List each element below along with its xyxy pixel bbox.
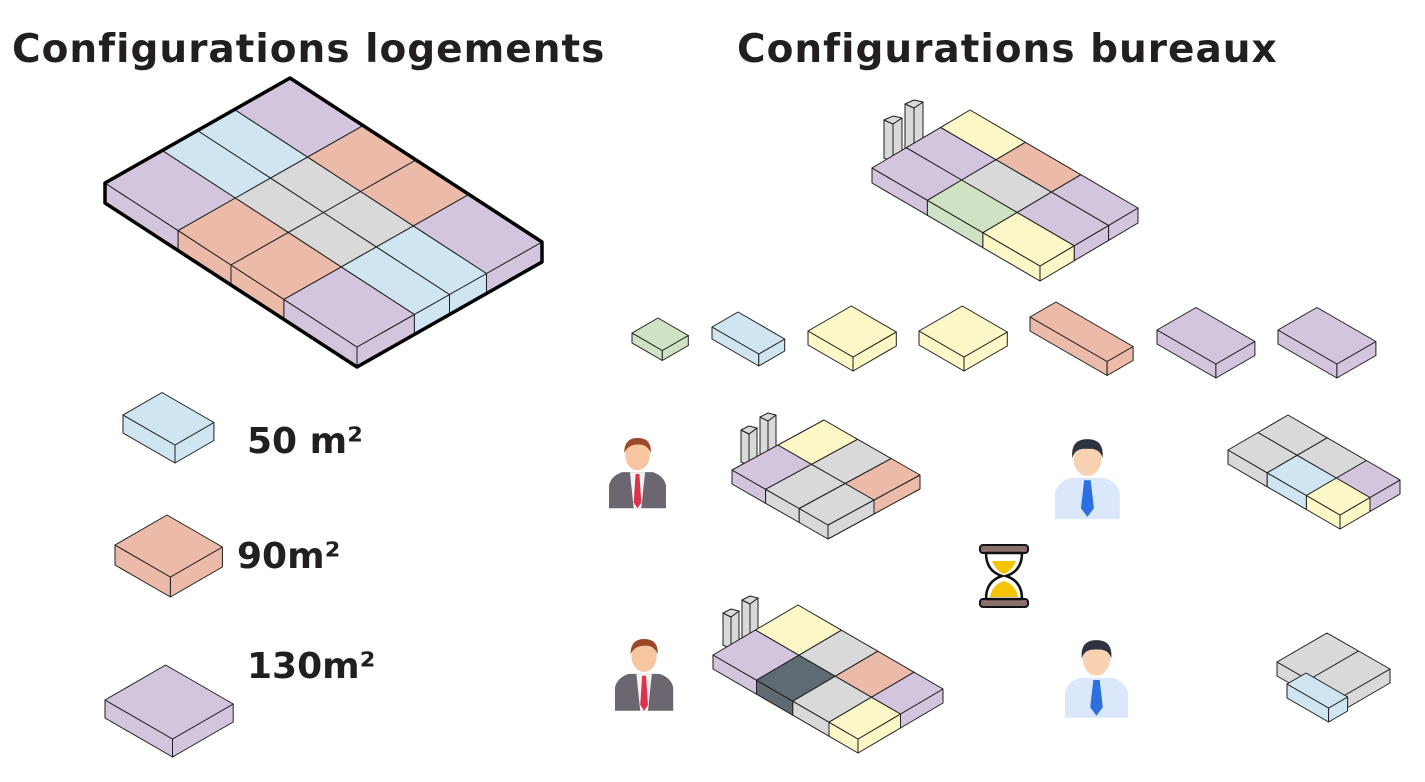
tower-top bbox=[741, 595, 759, 605]
hair bbox=[1081, 640, 1112, 659]
hourglass-icon bbox=[979, 544, 1029, 608]
hair bbox=[630, 638, 658, 655]
office-tower bbox=[740, 425, 758, 467]
block-purple bbox=[871, 671, 944, 715]
office-floorplate-main bbox=[871, 109, 1139, 282]
legend-block-130 bbox=[104, 664, 234, 758]
block-purple bbox=[1156, 307, 1256, 365]
block-yellow bbox=[918, 305, 1008, 358]
legend-block-90 bbox=[114, 514, 223, 598]
tower-top bbox=[904, 99, 924, 109]
module-blue bbox=[711, 311, 786, 367]
block-purple bbox=[1051, 174, 1139, 226]
block-blue bbox=[122, 392, 215, 446]
hourglass-sand-top bbox=[992, 561, 1016, 574]
office-config-a bbox=[731, 419, 921, 540]
businessman-icon bbox=[609, 437, 666, 509]
hourglass-sand-bottom bbox=[990, 581, 1018, 597]
hair bbox=[624, 437, 651, 454]
office-worker-icon bbox=[1055, 439, 1120, 520]
block-purple bbox=[1277, 307, 1377, 365]
block-purple bbox=[1335, 460, 1401, 498]
tie bbox=[1090, 680, 1103, 716]
module-purple bbox=[1277, 307, 1377, 379]
shapes-layer bbox=[103, 76, 1401, 758]
office-config-b bbox=[1227, 414, 1401, 530]
housing-floorplate bbox=[103, 76, 544, 369]
office-tower bbox=[759, 412, 777, 460]
face bbox=[631, 640, 657, 672]
block-purple bbox=[104, 664, 234, 740]
face bbox=[1073, 441, 1102, 476]
title-housing: Configurations logements bbox=[12, 27, 605, 72]
module-yellow bbox=[918, 305, 1008, 372]
title-offices: Configurations bureaux bbox=[737, 27, 1278, 72]
businessman-icon bbox=[615, 638, 674, 711]
block-green bbox=[631, 317, 689, 351]
block-blue bbox=[711, 311, 786, 355]
office-config-d-blue bbox=[1286, 672, 1349, 723]
module-purple bbox=[1156, 307, 1256, 379]
hair bbox=[1072, 439, 1103, 459]
face bbox=[625, 439, 650, 471]
tower-side bbox=[883, 119, 894, 163]
legend-label-130: 130m² bbox=[247, 646, 375, 687]
face bbox=[1082, 642, 1111, 676]
tower-side bbox=[740, 429, 750, 467]
legend-block-50 bbox=[122, 392, 215, 464]
office-config-c bbox=[712, 604, 944, 754]
legend-label-90: 90m² bbox=[237, 536, 340, 577]
office-worker-icon bbox=[1065, 640, 1128, 718]
tie bbox=[633, 474, 642, 509]
tower-side bbox=[722, 612, 732, 650]
module-salmon bbox=[1029, 301, 1134, 376]
tower-top bbox=[883, 115, 903, 125]
tower-top bbox=[722, 608, 740, 618]
module-yellow bbox=[807, 305, 897, 372]
tower-top bbox=[740, 425, 758, 435]
block-salmon bbox=[1029, 301, 1134, 362]
tie bbox=[640, 675, 648, 711]
block-blue bbox=[1286, 672, 1349, 709]
tower-top bbox=[759, 412, 777, 422]
block-salmon bbox=[114, 514, 223, 578]
legend-label-50: 50 m² bbox=[247, 421, 363, 462]
tie bbox=[1080, 480, 1094, 517]
module-green bbox=[631, 317, 689, 361]
block-yellow bbox=[807, 305, 897, 358]
slab-outline bbox=[103, 76, 544, 369]
block-salmon bbox=[844, 458, 921, 501]
